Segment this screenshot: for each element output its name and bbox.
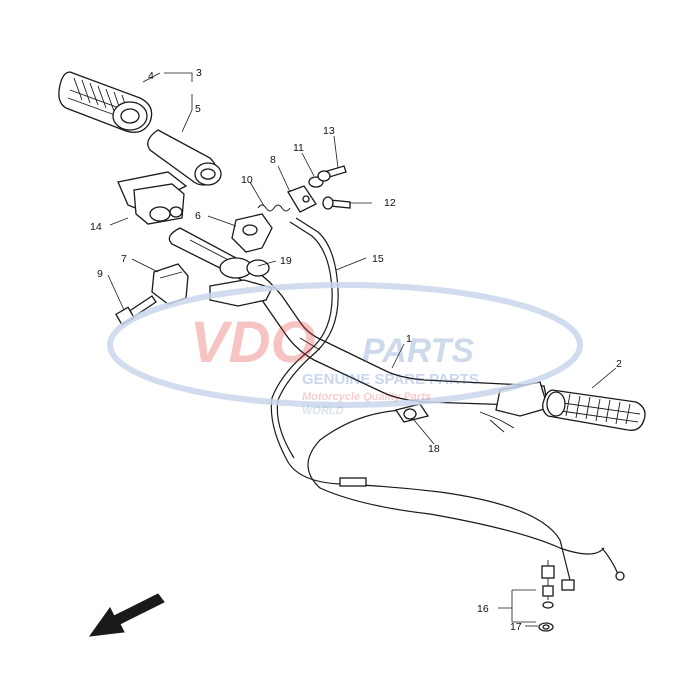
callout-3: 3 <box>196 67 202 79</box>
callout-10: 10 <box>241 174 253 186</box>
callout-14: 14 <box>90 221 102 233</box>
callout-8: 8 <box>270 154 276 166</box>
callout-15: 15 <box>372 253 384 265</box>
left-grip <box>58 71 153 133</box>
throttle-housing <box>117 171 188 225</box>
spring-10 <box>257 204 291 212</box>
throttle-cable <box>270 217 575 591</box>
watermark-tagline: GENUINE SPARE PARTS <box>302 371 479 388</box>
clutch-cable <box>307 409 625 581</box>
cable-adjuster <box>394 403 430 423</box>
callout-17: 17 <box>510 621 522 633</box>
callout-4: 4 <box>148 70 154 82</box>
upper-clamp <box>231 213 273 253</box>
watermark: VDO PARTS GENUINE SPARE PARTS Motorcycle… <box>107 282 583 417</box>
callout-5: 5 <box>195 103 201 115</box>
watermark-ellipse <box>107 282 583 408</box>
cable-bracket-8 <box>287 185 317 213</box>
leader-lines <box>107 72 617 627</box>
screw-13 <box>317 165 347 182</box>
watermark-brand-blue: PARTS <box>362 332 474 370</box>
lower-clamp <box>151 263 189 305</box>
callout-18: 18 <box>428 443 440 455</box>
callout-9: 9 <box>97 268 103 280</box>
right-grip <box>542 389 646 431</box>
callout-11: 11 <box>293 142 304 154</box>
watermark-brand-red: VDO <box>190 310 316 375</box>
callout-2: 2 <box>616 358 622 370</box>
callout-7: 7 <box>121 253 127 265</box>
direction-arrow-icon <box>88 593 165 637</box>
callout-12: 12 <box>384 197 396 209</box>
cable-end-fitting <box>541 560 555 609</box>
callout-16: 16 <box>477 603 489 615</box>
screw-12 <box>322 196 351 210</box>
watermark-small: WORLD <box>302 405 344 417</box>
bolt-9 <box>115 295 157 326</box>
watermark-subline: Motorcycle Quality Parts <box>302 391 431 403</box>
throttle-tube <box>147 129 222 186</box>
washer-17 <box>538 622 554 632</box>
callout-13: 13 <box>323 125 335 137</box>
callout-19: 19 <box>280 255 292 267</box>
callout-1: 1 <box>406 333 412 345</box>
callout-labels: 1 2 3 4 5 6 7 8 9 10 11 12 13 14 15 16 1… <box>90 67 622 633</box>
callout-6: 6 <box>195 210 201 222</box>
